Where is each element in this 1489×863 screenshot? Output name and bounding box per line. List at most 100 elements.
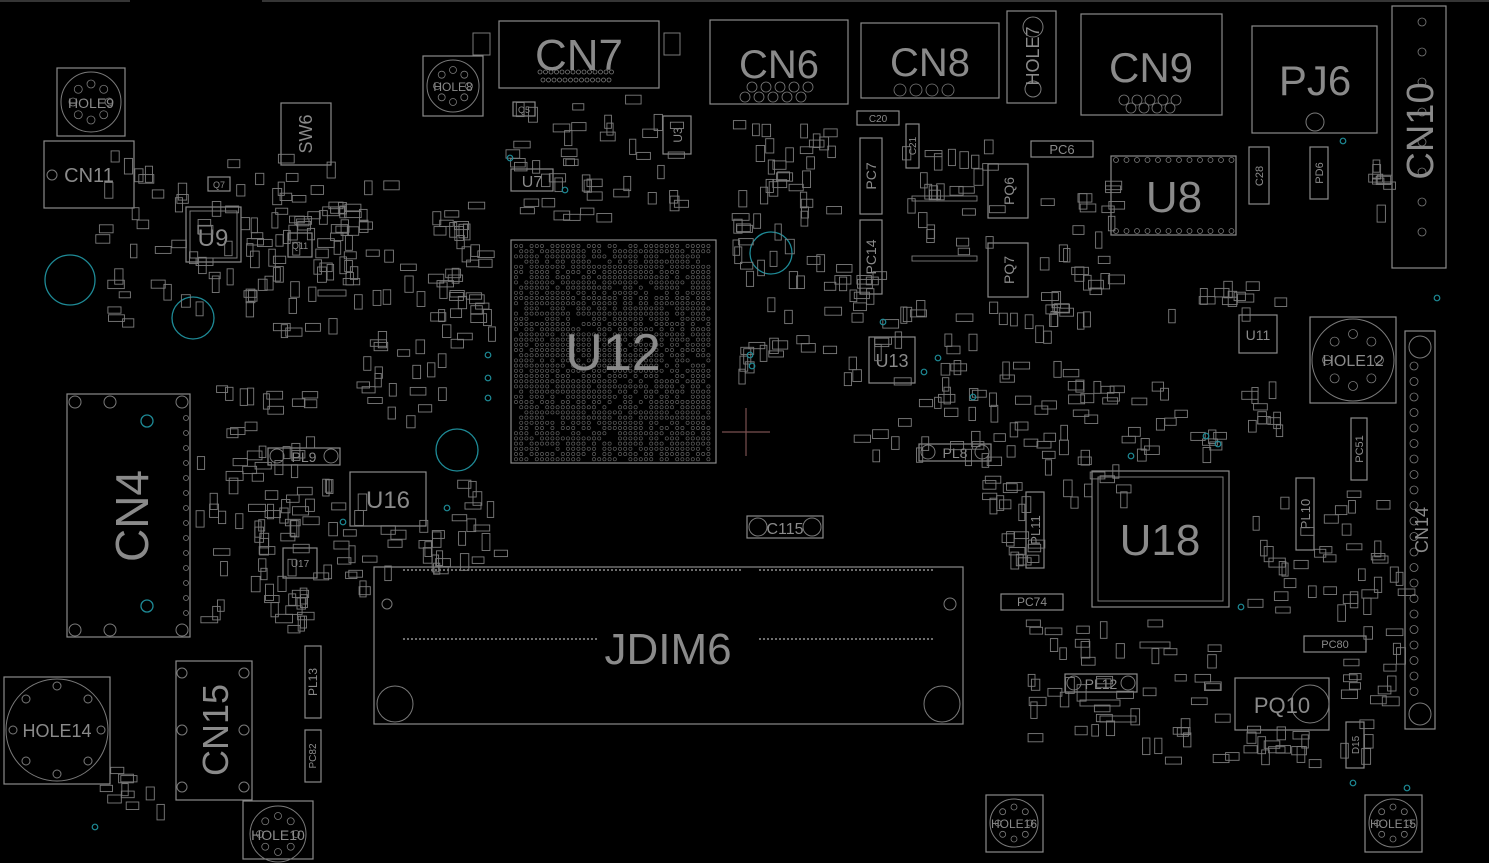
pq6-label: PQ6 [1001,177,1017,205]
cn9-label: CN9 [1109,44,1193,91]
diode-pd6[interactable]: PD6 [1309,146,1329,200]
hole8-label: HOLE8 [433,80,473,94]
cn11-label: CN11 [64,165,114,187]
hole-hole9[interactable]: HOLE9 [56,67,126,137]
chip-u3[interactable]: U3 [662,115,692,155]
connector-cn6[interactable]: CN6 [709,19,849,105]
cn7-label: CN7 [535,31,623,80]
q7-label: Q7 [213,180,225,190]
pc82-label: PC82 [308,743,319,768]
chip-u16[interactable]: U16 [349,471,427,527]
hole-hole8[interactable]: HOLE8 [422,55,484,117]
cn8-label: CN8 [890,41,970,85]
connector-cn11[interactable]: CN11 [43,140,135,209]
switch-sw6[interactable]: SW6 [280,102,332,166]
hole-hole16[interactable]: HOLE16 [985,794,1044,853]
transistor-pq7[interactable]: PQ7 [987,242,1029,298]
capacitor-pc6[interactable]: PC6 [1030,140,1094,158]
pl9-label: PL9 [292,449,317,465]
transistor-pq6[interactable]: PQ6 [987,163,1029,219]
pd6-label: PD6 [1314,162,1326,183]
cn14-label: CN14 [1412,507,1432,553]
connector-cn8[interactable]: CN8 [860,22,1000,99]
transistor-q7[interactable]: Q7 [207,176,231,192]
pl13-label: PL13 [306,668,320,696]
chip-u17[interactable]: U17 [282,547,318,579]
hole-hole7[interactable]: HOLE7 [1006,10,1057,104]
c115-label: C115 [766,521,803,538]
connector-cn10[interactable]: CN10 [1391,5,1447,269]
cn15-label: CN15 [195,684,236,776]
inductor-pl11[interactable]: PL11 [1025,491,1045,569]
chip-u8[interactable]: U8 [1110,155,1237,236]
chip-u9[interactable]: U9 [185,206,242,263]
hole7-label: HOLE7 [1023,26,1043,85]
pc6-label: PC6 [1049,142,1074,157]
hole-hole14[interactable]: HOLE14 [3,676,111,785]
connector-cn4[interactable]: CN4 [66,393,191,638]
capacitor-c28[interactable]: C28 [1248,146,1270,205]
connector-pj6[interactable]: PJ6 [1251,25,1378,134]
pc51-label: PC51 [1354,435,1366,463]
small-vias [91,137,1441,831]
chip-u11[interactable]: U11 [1238,314,1278,354]
chip-u7[interactable]: U7 [510,168,554,192]
capacitor-pc74[interactable]: PC74 [1000,593,1064,611]
c20-label: C20 [869,114,888,125]
cn4-label: CN4 [106,470,158,562]
connector-cn7[interactable]: CN7 [472,20,681,89]
hole9-label: HOLE9 [68,95,114,111]
d15-label: D15 [1351,735,1362,754]
pj6-label: PJ6 [1279,57,1351,104]
u18-label: U18 [1120,516,1201,565]
u13-label: U13 [875,351,908,371]
transistor-pq10[interactable]: PQ10 [1234,677,1330,731]
u11-label: U11 [1246,327,1271,343]
capacitor-pc7[interactable]: PC7 [859,137,883,215]
capacitor-pc51[interactable]: PC51 [1350,417,1368,481]
cn10-label: CN10 [1400,82,1442,179]
hole14-label: HOLE14 [22,721,91,741]
inductor-pl9[interactable]: PL9 [267,447,341,466]
connector-cn9[interactable]: CN9 [1080,13,1223,116]
inductor-pl13[interactable]: PL13 [304,645,322,719]
diode-d15[interactable]: D15 [1345,721,1365,769]
hole10-label: HOLE10 [251,827,305,843]
u12-label: U12 [565,324,660,382]
u8-label: U8 [1146,173,1202,222]
pc14-label: PC14 [863,239,879,274]
sw6-label: SW6 [296,114,316,153]
capacitor-c21[interactable]: C21 [905,123,920,169]
c28-label: C28 [1254,166,1266,186]
pl10-label: PL10 [1298,499,1313,529]
pl8-label: PL8 [943,445,968,461]
capacitor-c20[interactable]: C20 [856,110,900,126]
hole-hole15[interactable]: HOLE15 [1364,794,1423,853]
via-rings [44,231,793,472]
dimm-slot-jdim6[interactable]: JDIM6 [373,566,964,725]
u16-label: U16 [366,487,410,514]
pc80-label: PC80 [1321,639,1349,651]
pl11-label: PL11 [1028,515,1043,544]
connector-cn15[interactable]: CN15 [175,660,253,801]
inductor-pl8[interactable]: PL8 [918,443,992,462]
hole-hole10[interactable]: HOLE10 [242,800,314,863]
connector-cn14[interactable]: CN14 [1404,330,1436,730]
hole12-label: HOLE12 [1322,353,1383,370]
hole-hole12[interactable]: HOLE12 [1309,316,1397,404]
hole15-label: HOLE15 [1370,817,1416,831]
chip-u12-bga[interactable]: U12 [510,239,717,464]
smd-components [95,94,1416,821]
u7-label: U7 [522,174,543,191]
capacitor-pc80[interactable]: PC80 [1303,635,1367,653]
pq10-label: PQ10 [1254,693,1310,718]
chip-u13[interactable]: U13 [868,336,916,384]
capacitor-pc82[interactable]: PC82 [304,729,322,783]
capacitor-pc14[interactable]: PC14 [859,219,883,295]
capacitor-c115[interactable]: C115 [746,515,824,539]
u3-label: U3 [671,127,685,143]
inductor-pl10[interactable]: PL10 [1295,477,1315,551]
chip-u18[interactable]: U18 [1091,470,1230,608]
hole16-label: HOLE16 [991,817,1037,831]
